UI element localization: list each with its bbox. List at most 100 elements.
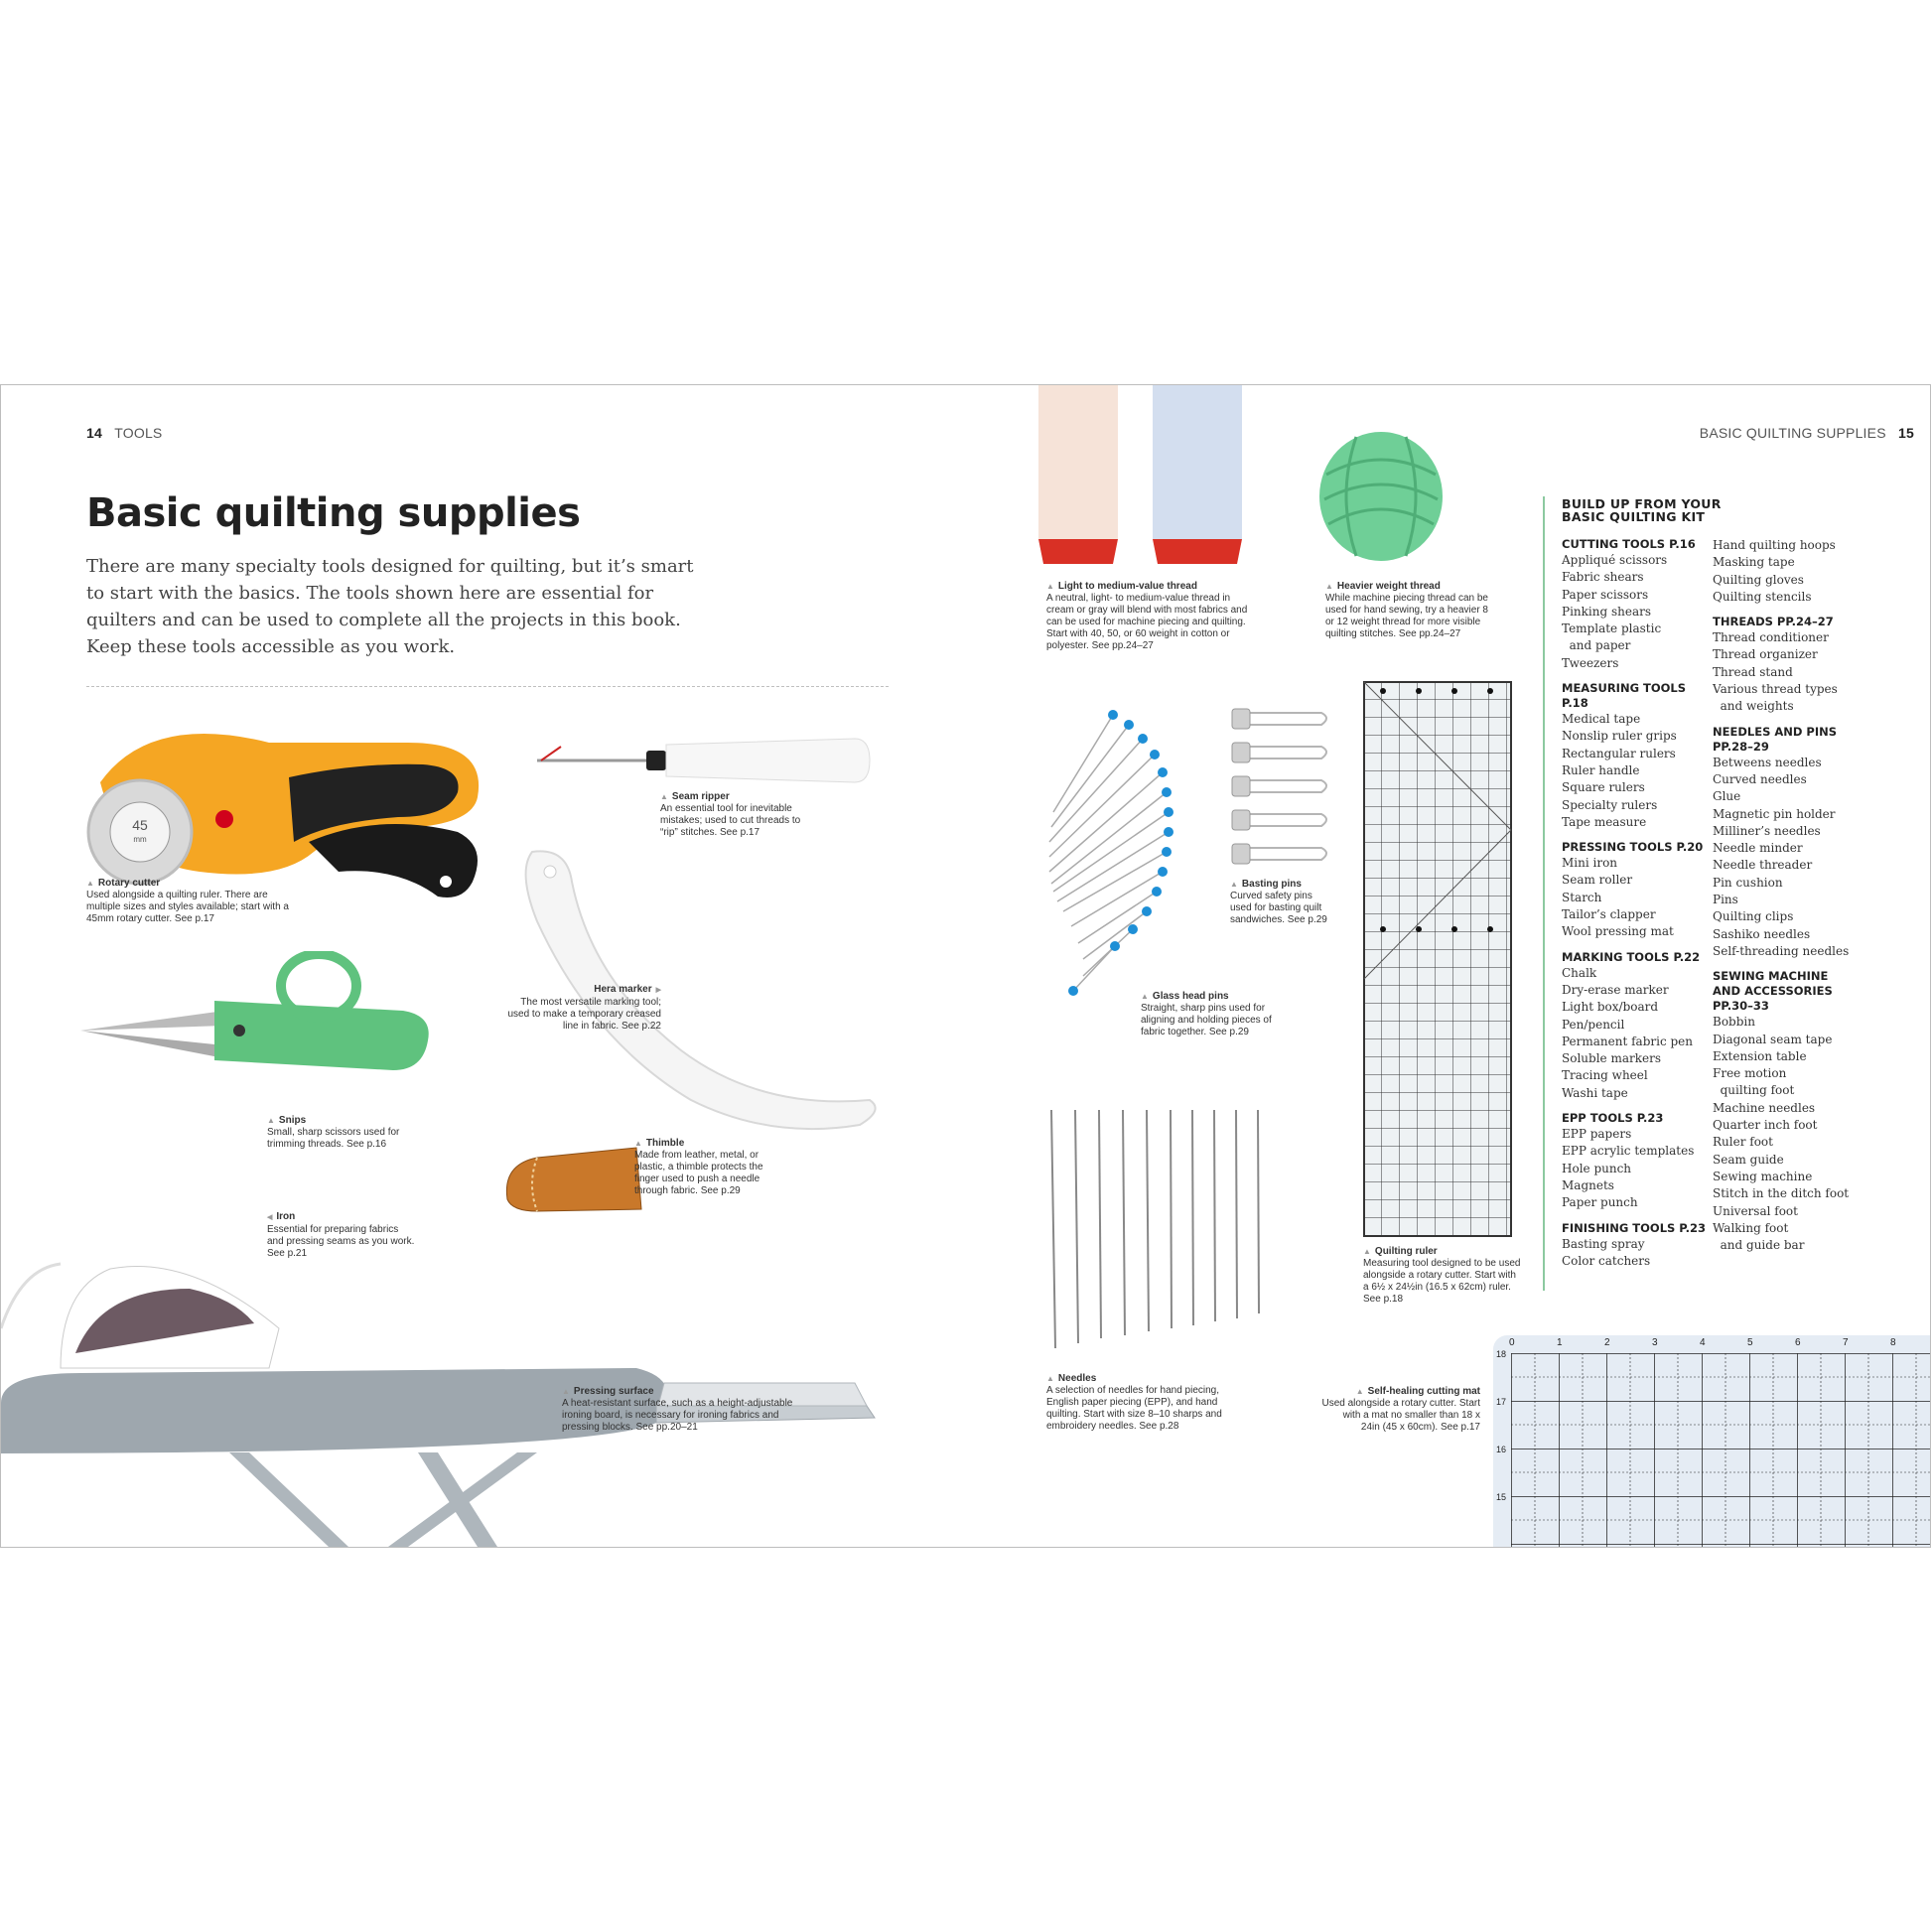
kit-section-heading: THREADS PP.24–27	[1713, 615, 1921, 629]
kit-heading-line: BASIC QUILTING KIT	[1562, 509, 1706, 524]
kit-list-item: Nonslip ruler grips	[1562, 729, 1677, 744]
rotary-cutter-image: 45 mm	[86, 734, 480, 897]
caption-seam-ripper-heading: Seam ripper	[660, 791, 809, 803]
kit-list-item: Glue	[1713, 789, 1741, 804]
kit-section-heading-line: AND ACCESSORIES	[1713, 984, 1833, 999]
kit-section-heading-line: FINISHING TOOLS P.23	[1562, 1220, 1706, 1235]
page-title: Basic quilting supplies	[86, 490, 581, 536]
caption-hera-marker: Hera marker The most versatile marking t…	[507, 984, 661, 1033]
kit-section-heading-line: MEASURING TOOLS	[1562, 681, 1687, 696]
kit-list-item: Dry-erase marker	[1562, 982, 1669, 997]
mat-number: 4	[1700, 1337, 1706, 1348]
caption-pressing-surface-text: A heat-resistant surface, such as a heig…	[562, 1398, 793, 1433]
needles-image	[1050, 1109, 1260, 1349]
kit-list-item: Quilting clips	[1713, 909, 1794, 924]
kit-list-item: Fabric shears	[1562, 570, 1644, 585]
glass-head-pins-image	[1048, 710, 1173, 996]
caption-iron-text: Essential for preparing fabrics and pres…	[267, 1224, 415, 1259]
kit-heading-line: BUILD UP FROM YOUR	[1562, 496, 1722, 511]
mat-side-numbers: 18 17 16 15	[1493, 1335, 1509, 1547]
kit-list-item: Universal foot	[1713, 1203, 1798, 1218]
kit-list-item: Sewing machine	[1713, 1169, 1813, 1183]
kit-section-heading-line: CUTTING TOOLS P.16	[1562, 537, 1696, 551]
kit-heading: BUILD UP FROM YOUR BASIC QUILTING KIT	[1562, 497, 1820, 523]
caption-thimble: Thimble Made from leather, metal, or pla…	[634, 1138, 773, 1197]
kit-list-item: Hole punch	[1562, 1161, 1632, 1175]
cutter-size-label: 45	[132, 817, 148, 833]
kit-list-item: Paper scissors	[1562, 587, 1649, 602]
caption-heavy-thread: Heavier weight thread While machine piec…	[1325, 581, 1494, 640]
page-number-right: 15	[1898, 425, 1914, 441]
thread-spools-image	[1038, 385, 1242, 564]
kit-list-item: Wool pressing mat	[1562, 924, 1674, 939]
kit-list-item: Machine needles	[1713, 1100, 1816, 1115]
kit-list-item: Seam guide	[1713, 1152, 1784, 1167]
section-label-left: TOOLS	[114, 425, 163, 441]
kit-list-item: Seam roller	[1562, 873, 1633, 888]
caption-rotary-cutter-heading: Rotary cutter	[86, 878, 295, 890]
caption-cutting-mat: Self-healing cutting mat Used alongside …	[1321, 1386, 1480, 1434]
caption-basting-pins-heading: Basting pins	[1230, 879, 1329, 891]
kit-list-item: Tracing wheel	[1562, 1068, 1648, 1083]
kit-list-item: Thread stand	[1713, 664, 1793, 679]
caption-thimble-heading: Thimble	[634, 1138, 773, 1150]
kit-list-item: Paper punch	[1562, 1195, 1638, 1210]
caption-hera-marker-text: The most versatile marking tool; used to…	[507, 997, 661, 1032]
caption-snips-text: Small, sharp scissors used for trimming …	[267, 1127, 400, 1150]
caption-quilting-ruler-heading: Quilting ruler	[1363, 1246, 1522, 1258]
kit-section-heading: EPP TOOLS P.23	[1562, 1111, 1711, 1126]
kit-list-item: Self-threading needles	[1713, 943, 1850, 958]
kit-section-heading-line: PP.28–29	[1713, 739, 1769, 754]
kit-list-item: Tweezers	[1562, 655, 1619, 670]
kit-list-item: Betweens needles	[1713, 755, 1822, 769]
mat-number: 8	[1890, 1337, 1896, 1348]
caption-light-thread-text: A neutral, light- to medium-value thread…	[1046, 593, 1248, 651]
caption-snips: Snips Small, sharp scissors used for tri…	[267, 1115, 416, 1151]
caption-iron-heading: Iron	[267, 1211, 416, 1224]
caption-needles-text: A selection of needles for hand piecing,…	[1046, 1385, 1222, 1432]
kit-section-heading-line: MARKING TOOLS P.22	[1562, 949, 1701, 964]
mat-number: 0	[1509, 1337, 1515, 1348]
kit-list-item: Washi tape	[1562, 1085, 1628, 1100]
thread-ball-image	[1319, 432, 1443, 561]
caption-quilting-ruler: Quilting ruler Measuring tool designed t…	[1363, 1246, 1522, 1306]
kit-accent-line	[1543, 496, 1545, 1291]
kit-list-item: Curved needles	[1713, 771, 1807, 786]
kit-list-item: Hand quilting hoops	[1713, 538, 1836, 552]
caption-basting-pins: Basting pins Curved safety pins used for…	[1230, 879, 1329, 926]
kit-list-item: Various thread types	[1713, 682, 1838, 697]
kit-list-item: Quarter inch foot	[1713, 1118, 1818, 1133]
left-folio: 14 TOOLS	[86, 425, 162, 441]
quilting-ruler-image	[1363, 681, 1512, 1237]
kit-list-item: EPP papers	[1562, 1127, 1632, 1142]
kit-list-item: Pins	[1713, 893, 1738, 907]
caption-cutting-mat-heading: Self-healing cutting mat	[1321, 1386, 1480, 1398]
section-label-right: BASIC QUILTING SUPPLIES	[1699, 425, 1886, 441]
caption-glass-head-pins: Glass head pins Straight, sharp pins use…	[1141, 991, 1275, 1038]
caption-pressing-surface-heading: Pressing surface	[562, 1386, 815, 1398]
kit-section-heading-line: EPP TOOLS P.23	[1562, 1111, 1664, 1126]
caption-cutting-mat-text: Used alongside a rotary cutter. Start wi…	[1321, 1398, 1480, 1433]
mat-number: 2	[1604, 1337, 1610, 1348]
kit-section-heading-line: NEEDLES AND PINS	[1713, 724, 1838, 739]
caption-rotary-cutter-text: Used alongside a quilting ruler. There a…	[86, 890, 289, 924]
kit-section-heading: FINISHING TOOLS P.23	[1562, 1221, 1711, 1236]
caption-rotary-cutter: Rotary cutter Used alongside a quilting …	[86, 878, 295, 925]
cutting-mat-image: 0 1 2 3 4 5 6 7 8 18 17 16 15	[1493, 1335, 1930, 1547]
caption-glass-head-pins-text: Straight, sharp pins used for aligning a…	[1141, 1003, 1272, 1037]
mat-top-numbers: 0 1 2 3 4 5 6 7 8	[1493, 1335, 1930, 1351]
kit-list-item: Pin cushion	[1713, 875, 1783, 890]
caption-iron: Iron Essential for preparing fabrics and…	[267, 1211, 416, 1260]
intro-paragraph: There are many specialty tools designed …	[86, 556, 694, 657]
caption-quilting-ruler-text: Measuring tool designed to be used along…	[1363, 1258, 1521, 1305]
seam-ripper-image	[537, 738, 871, 783]
mat-number: 1	[1557, 1337, 1563, 1348]
kit-list-item: Specialty rulers	[1562, 797, 1658, 812]
